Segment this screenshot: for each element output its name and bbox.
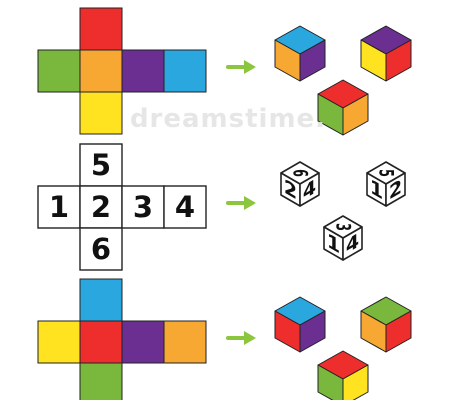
cube-face-right xyxy=(385,310,412,353)
net-face-right-2-label: 4 xyxy=(175,190,195,224)
cube-right-number: 4 xyxy=(346,229,359,259)
cube-face-right xyxy=(385,39,412,82)
arrow-right-icon xyxy=(226,60,256,74)
cube-1-1 xyxy=(274,25,326,82)
cube-right-number: 2 xyxy=(389,175,402,205)
net-face-right-2 xyxy=(163,49,207,93)
net-face-right-2 xyxy=(163,185,207,229)
net-face-center xyxy=(79,185,123,229)
net-face-right-1 xyxy=(121,49,165,93)
arrow-right-icon xyxy=(226,196,256,210)
cube-top-number: 6 xyxy=(288,169,311,177)
net-face-right-1 xyxy=(121,320,165,364)
cube-face-left xyxy=(317,364,344,400)
cube-left-number: 2 xyxy=(284,175,297,205)
net-face-right-1 xyxy=(121,185,165,229)
cube-1-2 xyxy=(360,25,412,82)
net-face-bottom xyxy=(79,227,123,271)
cube-left-number: 1 xyxy=(327,229,340,259)
net-face-top xyxy=(79,143,123,187)
net-face-bottom-label: 6 xyxy=(91,232,111,266)
cube-face-right xyxy=(299,310,326,353)
net-face-center xyxy=(79,49,123,93)
cube-top-number: 5 xyxy=(374,169,397,177)
arrow-right-icon xyxy=(226,331,256,345)
cube-face-right xyxy=(385,172,406,207)
cube-3-3 xyxy=(317,350,369,400)
net-face-left xyxy=(37,49,81,93)
cube-top-number: 3 xyxy=(331,223,354,231)
net-face-top xyxy=(79,7,123,51)
net-face-top xyxy=(79,278,123,322)
net-face-right-2 xyxy=(163,320,207,364)
cube-face-right xyxy=(342,364,369,400)
cube-face-right xyxy=(342,226,363,261)
net-face-top-label: 5 xyxy=(91,148,111,182)
cube-3-2 xyxy=(360,296,412,353)
cube-left-number: 1 xyxy=(370,175,383,205)
net-face-left xyxy=(37,320,81,364)
net-face-right-1-label: 3 xyxy=(133,190,153,224)
net-face-left-label: 1 xyxy=(49,190,69,224)
cube-1-3 xyxy=(317,79,369,136)
net-face-center-label: 2 xyxy=(91,190,111,224)
cube-face-right xyxy=(299,39,326,82)
net-face-center xyxy=(79,320,123,364)
cube-3-1 xyxy=(274,296,326,353)
cube-right-number: 4 xyxy=(303,175,316,205)
net-face-bottom xyxy=(79,362,123,400)
cube-net-1 xyxy=(37,7,207,135)
cube-face-right xyxy=(342,93,369,136)
cube-net-3 xyxy=(37,278,207,400)
net-face-bottom xyxy=(79,91,123,135)
cube-face-right xyxy=(299,172,320,207)
